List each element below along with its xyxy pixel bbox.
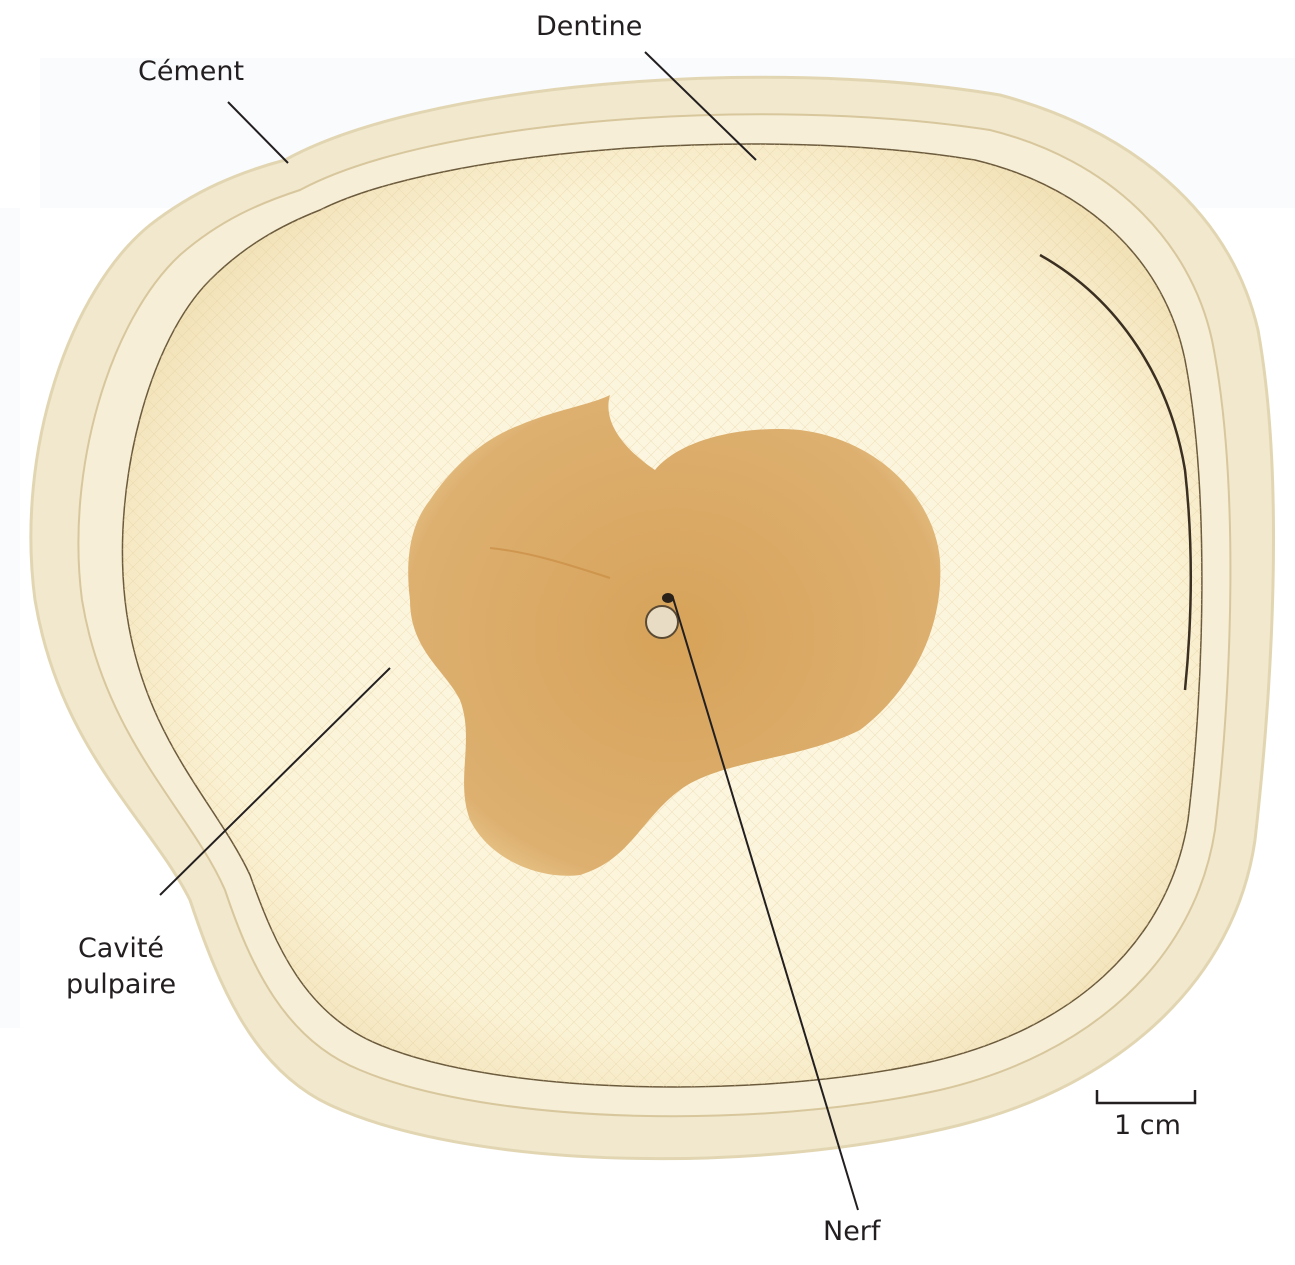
- pulp-cavity-label-line1: Cavité: [66, 931, 176, 967]
- pulp-cavity-label: Cavité pulpaire: [66, 931, 176, 1003]
- scale-bar-label: 1 cm: [1114, 1108, 1181, 1144]
- dentine-label: Dentine: [536, 9, 642, 45]
- nerve-label: Nerf: [823, 1214, 880, 1250]
- cement-label: Cément: [138, 54, 244, 90]
- pulp-cavity-label-line2: pulpaire: [66, 967, 176, 1003]
- nerve-canal: [646, 606, 678, 638]
